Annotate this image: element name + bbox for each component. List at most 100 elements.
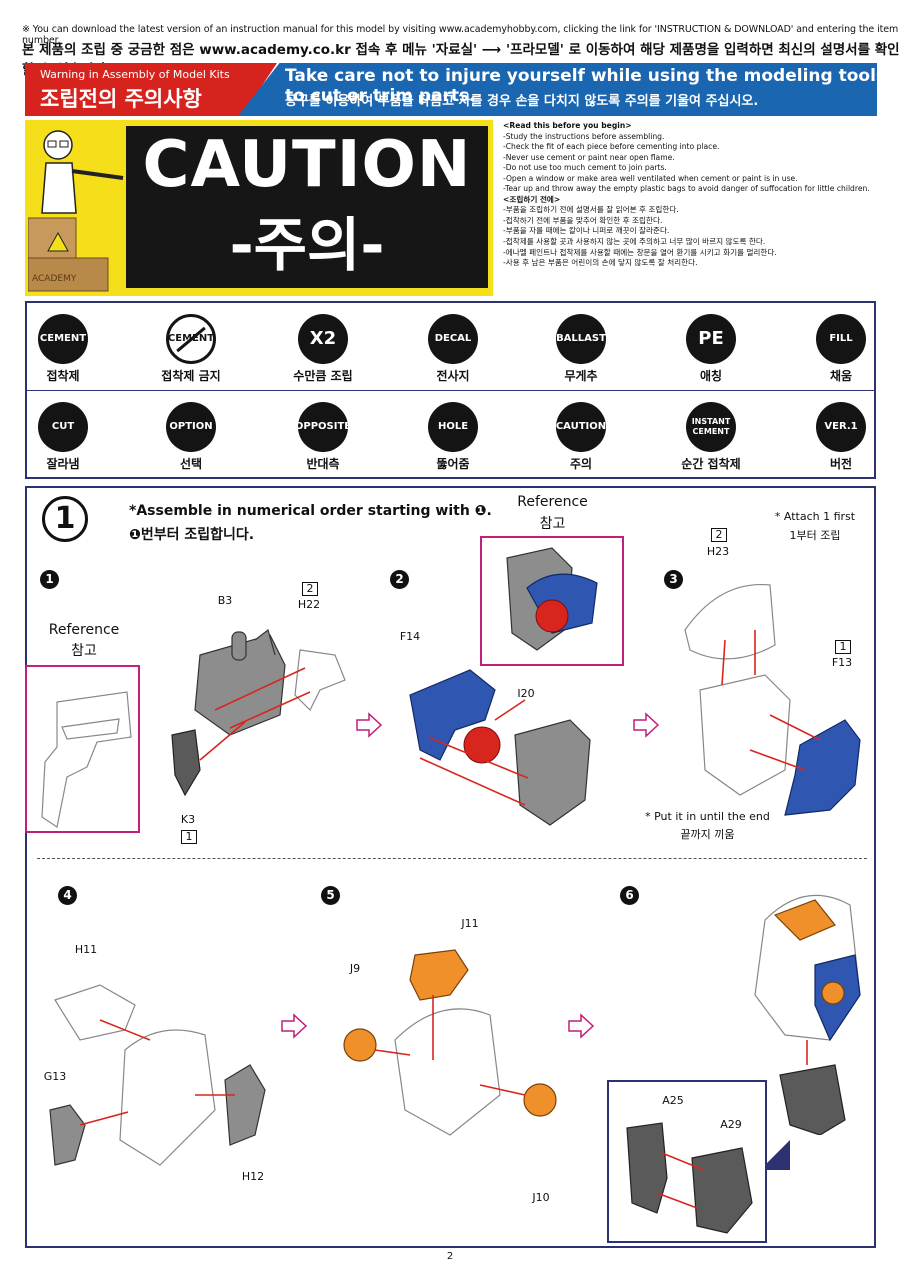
page-number: 2: [446, 1251, 454, 1262]
part-box-f13: 1: [835, 640, 851, 654]
reference-helmet-illustration: [506, 547, 598, 651]
warning-banner-blue: [238, 63, 877, 116]
warning-banner-red: [25, 63, 277, 116]
instruction-en: *Assemble in numerical order starting wi…: [129, 503, 492, 519]
next-arrow-icon: [568, 1013, 595, 1039]
caution-title-ko: -주의-: [229, 211, 385, 279]
symbol-label: 무게추: [564, 369, 598, 383]
instruction-ko: ❶번부터 조립합니다.: [129, 527, 255, 543]
reference-label-ko: 참고: [539, 516, 566, 532]
part-label-h23: H23: [706, 545, 730, 558]
rule-ko: -접착하기 전에 부품을 맞추어 확인한 후 조립한다.: [503, 215, 663, 225]
symbol-pe: PE 애칭: [661, 314, 761, 384]
tool-warning-en: Take care not to injure yourself while u…: [285, 66, 887, 106]
part-label-f14: F14: [399, 630, 421, 643]
hole-icon: HOLE: [428, 402, 478, 452]
attach-note-en: * Attach 1 first: [774, 510, 856, 523]
version-icon: VER.1: [816, 402, 866, 452]
part-label-b3: B3: [217, 594, 233, 607]
symbol-hole: HOLE 뚫어줌: [403, 402, 503, 472]
mascot-illustration: ACADEMY: [28, 130, 124, 292]
option-icon: OPTION: [166, 402, 216, 452]
part-box-h22: 2: [302, 582, 318, 596]
caution-rules: <Read this before you begin> -Study the …: [503, 121, 883, 269]
symbol-label: 반대측: [306, 457, 340, 471]
symbol-opposite: OPPOSITE 반대측: [273, 402, 373, 472]
rule-en: -Open a window or make area well ventila…: [503, 173, 798, 183]
step-3-illustration: [684, 583, 861, 816]
step-5-marker: 5: [321, 886, 340, 905]
symbol-label: 수만큼 조립: [293, 369, 353, 383]
symbol-legend: [25, 301, 876, 479]
part-label-f13: F13: [831, 656, 853, 669]
symbol-cement: CEMENT 접착제: [13, 314, 113, 384]
step-5-illustration: [343, 949, 557, 1136]
caution-title-en: CAUTION: [142, 128, 472, 202]
step-3-marker: 3: [664, 570, 683, 589]
decal-icon: DECAL: [428, 314, 478, 364]
attach-note-ko: 1부터 조립: [789, 529, 841, 542]
rule-ko: -부품을 조립하기 전에 설명서를 잘 읽어본 후 조립한다.: [503, 205, 679, 215]
opposite-icon: OPPOSITE: [295, 402, 351, 452]
rules-ko-title: <조립하기 전에>: [503, 194, 561, 204]
step-4-marker: 4: [58, 886, 77, 905]
symbol-label: 채움: [829, 369, 853, 383]
rule-ko: -사용 후 남은 부품은 어린이의 손에 닿지 않도록 잘 처리한다.: [503, 258, 698, 268]
reference-label-ko: 참고: [71, 643, 97, 659]
rule-en: -Check the fit of each piece before ceme…: [503, 142, 720, 152]
rule-en: -Study the instructions before assemblin…: [503, 131, 665, 141]
part-label-j9: J9: [349, 962, 361, 975]
warning-title-en: Warning in Assembly of Model Kits: [40, 68, 230, 81]
step-4-illustration: [49, 984, 266, 1166]
step-divider: [37, 858, 867, 859]
no-cement-icon: CEMENT: [166, 314, 216, 364]
part-label-h12: H12: [241, 1170, 265, 1183]
caution-icon: CAUTION: [556, 402, 606, 452]
cement-icon: CEMENT: [38, 314, 88, 364]
assembly-section: [25, 486, 876, 1248]
tool-warning-ko: 공구를 이용하여 부품을 다듬고 자를 경우 손을 다치지 않도록 주의를 기울…: [285, 94, 759, 109]
symbol-label: 순간 접착제: [681, 457, 741, 471]
rule-ko: -에나멜 페인트나 접착제를 사용할 때에는 창문을 열어 환기를 시키고 화기…: [503, 247, 777, 257]
rule-en: -Tear up and throw away the empty plasti…: [503, 184, 870, 194]
part-label-h11: H11: [74, 943, 98, 956]
symbol-option: OPTION 선택: [141, 402, 241, 472]
step-6-marker: 6: [620, 886, 639, 905]
section-number: 1: [42, 496, 88, 542]
part-box-h23: 2: [711, 528, 727, 542]
step-2-marker: 2: [390, 570, 409, 589]
symbol-instant-cement: INSTANT CEMENT 순간 접착제: [661, 402, 761, 472]
reference-part-illustration: [41, 691, 132, 828]
part-label-j10: J10: [532, 1191, 550, 1204]
reference-label-en: Reference: [48, 622, 120, 638]
symbol-label: 선택: [179, 457, 203, 471]
symbol-label: 접착제 금지: [161, 369, 221, 383]
ballast-icon: BALLAST: [556, 314, 606, 364]
symbol-label: 접착제: [46, 369, 80, 383]
reference-box-1: [25, 665, 140, 833]
next-arrow-icon: [633, 712, 660, 738]
part-label-i20: I20: [517, 687, 535, 700]
rule-ko: -부품을 자를 때에는 칼이나 니퍼로 깨끗이 잘라준다.: [503, 226, 670, 236]
symbol-label: 애칭: [699, 369, 723, 383]
caution-sign: [126, 126, 488, 288]
symbol-label: 뚫어줌: [436, 457, 470, 471]
legend-divider: [27, 390, 874, 391]
part-label-g13: G13: [43, 1070, 67, 1083]
rule-en: -Never use cement or paint near open fla…: [503, 152, 675, 162]
cut-icon: CUT: [38, 402, 88, 452]
instant-cement-icon: INSTANT CEMENT: [686, 402, 736, 452]
rule-ko: -접착제를 사용할 곳과 사용하지 않는 곳에 주의하고 너무 많이 바르지 않…: [503, 237, 766, 247]
part-label-h22: H22: [297, 598, 321, 611]
symbol-cut: CUT 잘라냄: [13, 402, 113, 472]
part-label-k3: K3: [180, 813, 196, 826]
rule-en: -Do not use too much cement to join part…: [503, 163, 667, 173]
warning-title-ko: 조립전의 주의사항: [40, 87, 202, 111]
symbol-no-cement: CEMENT 접착제 금지: [141, 314, 241, 384]
download-notice-en: ※ You can download the latest version of…: [22, 24, 899, 46]
symbol-label: 잘라냄: [46, 457, 80, 471]
pe-icon: PE: [686, 314, 736, 364]
